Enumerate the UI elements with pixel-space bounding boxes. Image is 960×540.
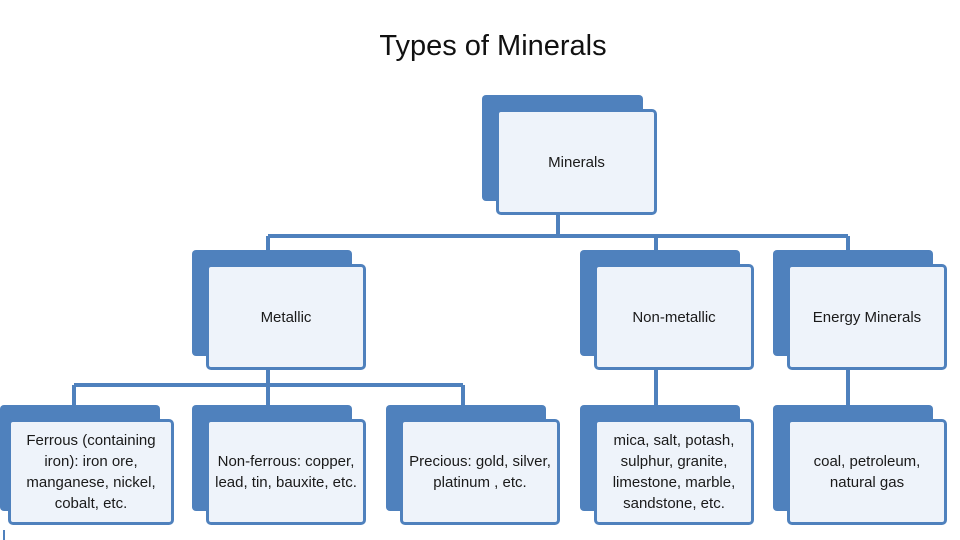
node-precious: Precious: gold, silver, platinum , etc. bbox=[386, 405, 560, 525]
node-box: Precious: gold, silver, platinum , etc. bbox=[400, 419, 560, 525]
node-label: Energy Minerals bbox=[812, 308, 922, 326]
node-label: coal, petroleum, natural gas bbox=[813, 453, 921, 491]
node-label: Metallic bbox=[260, 308, 312, 326]
node-ferrous: Ferrous (containing iron): iron ore, man… bbox=[0, 405, 174, 525]
diagram-title: Types of Minerals bbox=[379, 30, 607, 62]
node-metallic: Metallic bbox=[192, 250, 366, 370]
node-box: Non-metallic bbox=[594, 264, 754, 370]
node-minerals: Minerals bbox=[482, 95, 657, 215]
node-energy-examples: coal, petroleum, natural gas bbox=[773, 405, 947, 525]
node-box: Minerals bbox=[496, 109, 657, 215]
node-box: coal, petroleum, natural gas bbox=[787, 419, 947, 525]
node-non-metallic: Non-metallic bbox=[580, 250, 754, 370]
node-label: Minerals bbox=[548, 153, 605, 171]
edge-marker bbox=[3, 530, 5, 540]
node-label: Ferrous (containing iron): iron ore, man… bbox=[26, 432, 156, 512]
node-non-ferrous: Non-ferrous: copper, lead, tin, bauxite,… bbox=[192, 405, 366, 525]
node-box: Ferrous (containing iron): iron ore, man… bbox=[8, 419, 174, 525]
node-box: mica, salt, potash, sulphur, granite, li… bbox=[594, 419, 754, 525]
node-box: Metallic bbox=[206, 264, 366, 370]
node-box: Energy Minerals bbox=[787, 264, 947, 370]
node-label: Non-ferrous: copper, lead, tin, bauxite,… bbox=[215, 453, 357, 491]
node-label: Non-metallic bbox=[632, 308, 716, 326]
node-box: Non-ferrous: copper, lead, tin, bauxite,… bbox=[206, 419, 366, 525]
node-energy-minerals: Energy Minerals bbox=[773, 250, 947, 370]
node-label: Precious: gold, silver, platinum , etc. bbox=[409, 453, 551, 491]
node-non-metallic-examples: mica, salt, potash, sulphur, granite, li… bbox=[580, 405, 754, 525]
node-label: mica, salt, potash, sulphur, granite, li… bbox=[612, 432, 736, 512]
